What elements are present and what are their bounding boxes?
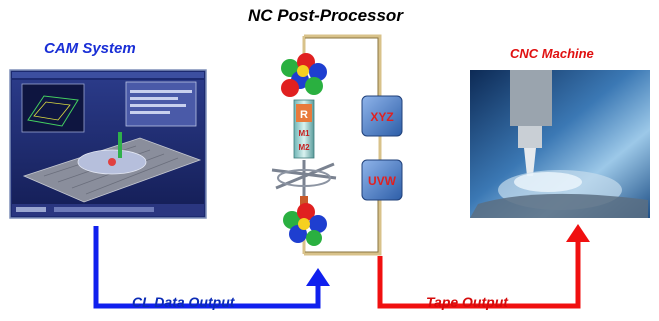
cnc-machine-label: CNC Machine <box>510 46 594 61</box>
processor-frame <box>302 34 382 256</box>
diagram-title: NC Post-Processor <box>248 6 403 25</box>
cl-data-arrow <box>93 226 330 309</box>
cam-screenshot <box>9 69 207 219</box>
tape-output-arrow <box>377 224 590 309</box>
xyz-label: XYZ <box>370 110 393 124</box>
xyz-block <box>361 95 403 137</box>
cl-data-output-label: CL Data Output <box>132 294 235 310</box>
cnc-machine-photo <box>470 70 650 218</box>
processor-frame-edge <box>305 37 379 253</box>
color-cube-icon-bottom <box>283 203 327 246</box>
color-cube-icon <box>281 53 327 97</box>
column-label-m2: M2 <box>298 143 310 152</box>
kinematic-chain-icon <box>271 99 337 208</box>
uvw-label: UVW <box>368 174 397 188</box>
tape-output-label: Tape Output <box>426 294 508 310</box>
uvw-block <box>361 159 403 201</box>
column-label-r: R <box>300 109 308 121</box>
column-label-m1: M1 <box>298 129 310 138</box>
cam-system-label: CAM System <box>44 40 136 57</box>
